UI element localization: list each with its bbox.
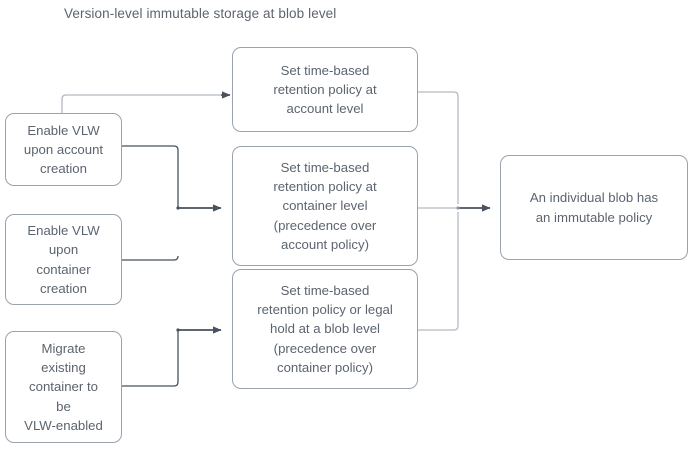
- node-enable-vlw-container[interactable]: Enable VLW upon container creation: [5, 214, 122, 305]
- node-retention-container-level[interactable]: Set time-based retention policy at conta…: [232, 146, 418, 266]
- node-label: Set time-based retention policy at conta…: [273, 160, 377, 252]
- node-label: An individual blob has an immutable poli…: [529, 190, 659, 225]
- node-label: Enable VLW upon container creation: [27, 223, 100, 296]
- edge-container-policy-to-result: [418, 204, 491, 212]
- node-label: Enable VLW upon account creation: [23, 122, 104, 177]
- node-migrate-existing-container[interactable]: Migrate existing container to be VLW-ena…: [5, 331, 122, 443]
- edge-migrate-to-blob-policy: [122, 326, 222, 387]
- edge-blob-policy-to-result: [418, 212, 459, 331]
- node-enable-vlw-account[interactable]: Enable VLW upon account creation: [5, 113, 122, 186]
- node-immutable-policy-result[interactable]: An individual blob has an immutable poli…: [500, 155, 688, 260]
- edge-container-to-container-policy: [122, 255, 179, 261]
- node-label: Migrate existing container to be VLW-ena…: [24, 341, 103, 433]
- edge-account-to-container-policy: [122, 145, 222, 212]
- node-label: Set time-based retention policy or legal…: [257, 283, 393, 375]
- node-retention-account-level[interactable]: Set time-based retention policy at accou…: [232, 47, 418, 132]
- edge-account-to-account-policy: [61, 91, 231, 114]
- node-retention-blob-level[interactable]: Set time-based retention policy or legal…: [232, 269, 418, 389]
- node-label: Set time-based retention policy at accou…: [273, 62, 377, 117]
- edge-account-policy-to-result: [418, 91, 459, 204]
- diagram-title: Version-level immutable storage at blob …: [64, 6, 337, 21]
